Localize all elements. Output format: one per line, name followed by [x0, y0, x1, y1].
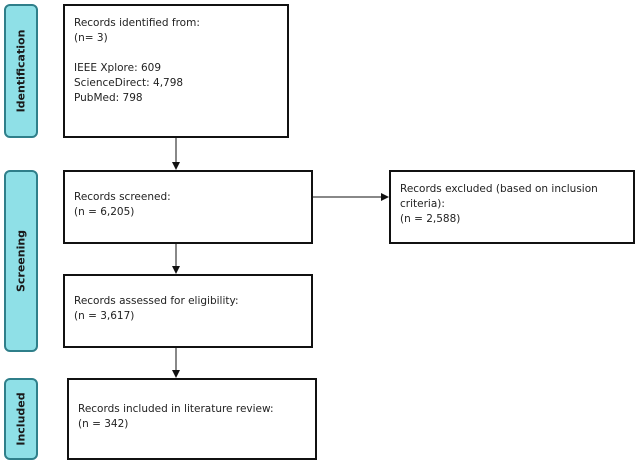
excluded-title-line2: criteria):	[400, 198, 445, 210]
source-sciencedirect: ScienceDirect: 4,798	[74, 77, 184, 89]
box-records-assessed: Records assessed for eligibility: (n = 3…	[63, 274, 313, 348]
source-ieee: IEEE Xplore: 609	[74, 62, 161, 74]
excluded-count: (n = 2,588)	[400, 213, 461, 225]
phase-identification: Identification	[4, 4, 38, 138]
assessed-title: Records assessed for eligibility:	[74, 295, 239, 307]
phase-included: Included	[4, 378, 38, 460]
box-records-screened: Records screened: (n = 6,205)	[63, 170, 313, 244]
screened-count: (n = 6,205)	[74, 206, 135, 218]
phase-screening: Screening	[4, 170, 38, 352]
box-records-included: Records included in literature review: (…	[67, 378, 317, 460]
source-pubmed: PubMed: 798	[74, 92, 143, 104]
box-records-identified: Records identified from: (n= 3) IEEE Xpl…	[63, 4, 289, 138]
box-records-excluded: Records excluded (based on inclusion cri…	[389, 170, 635, 244]
identified-count: (n= 3)	[74, 32, 108, 44]
screened-title: Records screened:	[74, 191, 171, 203]
assessed-count: (n = 3,617)	[74, 310, 135, 322]
included-count: (n = 342)	[78, 418, 129, 430]
identified-title: Records identified from:	[74, 17, 200, 29]
included-title: Records included in literature review:	[78, 403, 274, 415]
excluded-title-line1: Records excluded (based on inclusion	[400, 183, 598, 195]
